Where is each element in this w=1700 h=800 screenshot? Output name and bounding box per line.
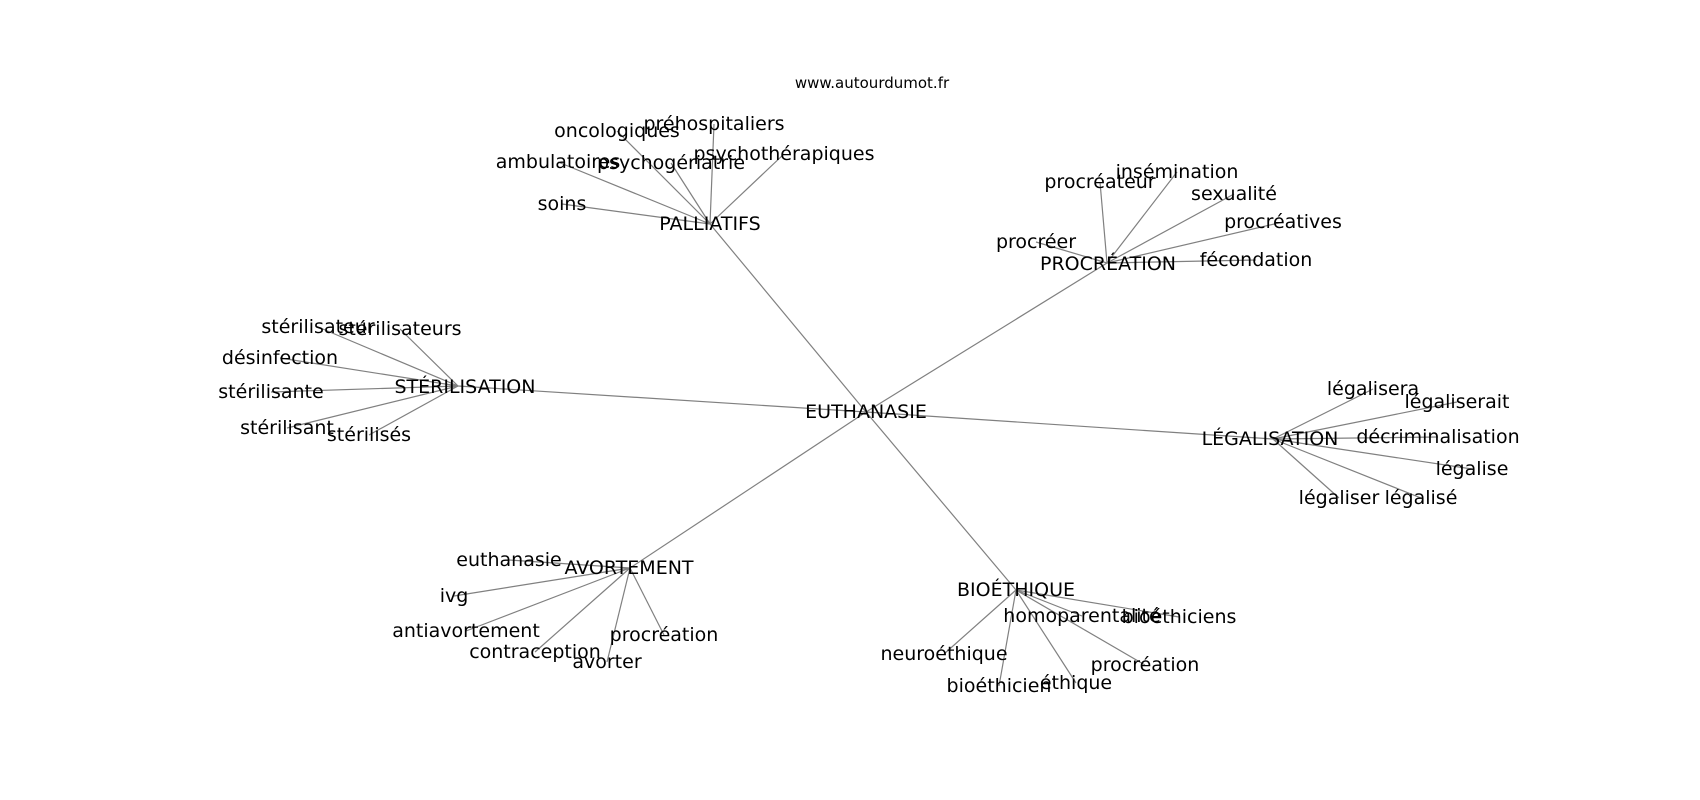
leaf-node-label: ivg [440, 585, 469, 607]
leaf-node-label: préhospitaliers [643, 113, 784, 135]
leaf-node-label: neuroéthique [880, 643, 1007, 665]
edge-group-to-leaf [557, 161, 711, 225]
edge-group-to-leaf [270, 385, 459, 393]
edge-group-to-leaf [1106, 193, 1235, 264]
edge-root-to-group [865, 411, 1017, 591]
edge-group-to-leaf [508, 559, 631, 569]
edge-group-to-leaf [1272, 401, 1458, 440]
leaf-node-label: stérilisateur [261, 316, 374, 338]
group-node-label: STÉRILISATION [395, 375, 536, 398]
edge-group-to-leaf [998, 589, 1017, 687]
leaf-node-label: ambulatoires [496, 151, 621, 173]
edges [270, 123, 1473, 687]
leaf-node-label: légaliserait [1404, 391, 1509, 413]
leaf-node-label: légalise [1436, 458, 1509, 480]
leaf-node-label: éthique [1040, 672, 1112, 694]
leaf-node-label: procréation [610, 624, 719, 646]
edge-group-to-leaf [606, 567, 631, 663]
leaf-node-label: bioéthiciens [1122, 606, 1237, 628]
root-node-label: EUTHANASIE [805, 401, 927, 423]
leaf-node-label: légalisé [1385, 487, 1458, 509]
edge-group-to-leaf [317, 326, 459, 387]
leaf-node-label: procréateur [1044, 171, 1155, 193]
edge-group-to-leaf [1272, 438, 1340, 499]
edge-group-to-leaf [1106, 171, 1178, 264]
leaf-node-label: procréer [996, 231, 1076, 253]
leaf-node-label: psychogériatrie [597, 152, 745, 174]
edge-group-to-leaf [1035, 241, 1108, 264]
edge-group-to-leaf [1015, 589, 1146, 666]
edge-group-to-leaf [1015, 589, 1180, 618]
edge-group-to-leaf [709, 153, 785, 225]
leaf-node-label: oncologiques [554, 120, 680, 142]
leaf-node-label: légalisera [1327, 378, 1419, 400]
edge-group-to-leaf [709, 123, 715, 225]
edge-group-to-leaf [1106, 221, 1284, 264]
edge-group-to-leaf [561, 203, 711, 225]
leaf-node-label: sexualité [1191, 183, 1277, 205]
leaf-node-label: stérilisante [218, 381, 323, 403]
leaf-node-label: légaliser [1299, 487, 1380, 509]
leaf-node-label: soins [538, 193, 587, 215]
edge-root-to-group [457, 385, 867, 413]
leaf-node-label: insémination [1116, 161, 1239, 183]
leaf-node-label: stérilisant [240, 417, 334, 439]
edge-group-to-leaf [399, 328, 459, 387]
edge-group-to-leaf [465, 567, 631, 632]
edge-group-to-leaf [1099, 181, 1108, 264]
leaf-node-label: procréatives [1224, 211, 1342, 233]
source-watermark: www.autourdumot.fr [795, 74, 950, 92]
edge-group-to-leaf [629, 567, 665, 636]
edge-group-to-leaf [1272, 436, 1439, 440]
edge-group-to-leaf [279, 357, 459, 387]
edge-group-to-leaf [534, 567, 631, 653]
leaf-node-label: décriminalisation [1356, 426, 1519, 448]
group-node-label: AVORTEMENT [564, 557, 693, 579]
leaf-node-label: fécondation [1200, 249, 1313, 271]
edge-group-to-leaf [943, 589, 1017, 655]
edge-root-to-group [865, 262, 1108, 413]
leaf-node-label: désinfection [222, 347, 338, 369]
leaf-node-label: stérilisés [327, 424, 411, 446]
leaf-node-label: antiavortement [392, 620, 540, 642]
edge-group-to-leaf [1015, 589, 1077, 684]
edge-group-to-leaf [670, 162, 711, 225]
leaf-node-label: procréation [1091, 654, 1200, 676]
edge-group-to-leaf [616, 130, 711, 225]
edge-group-to-leaf [1015, 589, 1083, 617]
edge-root-to-group [629, 411, 867, 569]
leaf-node-label: euthanasie [456, 549, 561, 571]
group-node-label: BIOÉTHIQUE [957, 578, 1075, 601]
edge-group-to-leaf [286, 385, 459, 429]
leaf-node-label: contraception [469, 641, 601, 663]
edge-root-to-group [709, 223, 867, 413]
edge-group-to-leaf [368, 385, 459, 436]
leaf-node-label: homoparentalité [1003, 605, 1160, 627]
leaf-node-label: avorter [572, 651, 641, 673]
edge-group-to-leaf [453, 567, 631, 597]
leaf-node-label: bioéthicien [947, 675, 1052, 697]
edge-group-to-leaf [1272, 438, 1422, 499]
leaf-node-label: psychothérapiques [694, 143, 875, 165]
group-node-label: LÉGALISATION [1202, 427, 1339, 450]
leaf-node-label: stérilisateurs [338, 318, 461, 340]
group-node-label: PROCRÉATION [1040, 252, 1176, 275]
edge-root-to-group [865, 411, 1274, 440]
edge-group-to-leaf [1272, 388, 1374, 440]
edge-group-to-leaf [1272, 438, 1473, 470]
edge-group-to-leaf [1106, 259, 1257, 264]
group-node-label: PALLIATIFS [659, 213, 760, 235]
